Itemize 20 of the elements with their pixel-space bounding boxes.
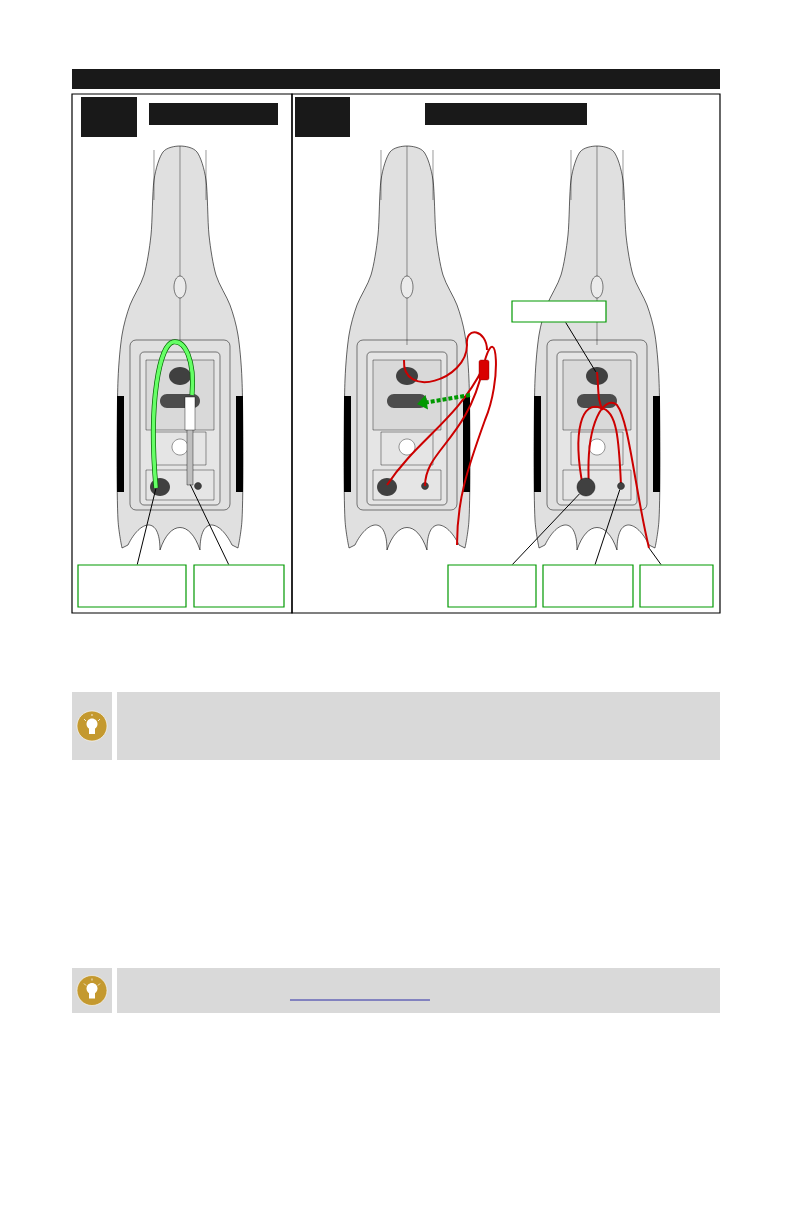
leader-line (594, 489, 621, 565)
leader-line (648, 547, 662, 565)
label-box (447, 564, 537, 608)
step-tab (295, 97, 350, 137)
leader-line (565, 322, 597, 373)
label-box (511, 300, 607, 323)
heading-bar (425, 103, 587, 125)
title-bar (72, 69, 720, 89)
label-box (77, 564, 187, 608)
label-box (542, 564, 634, 608)
leader-line (189, 484, 230, 565)
label-box (193, 564, 285, 608)
label-box (639, 564, 714, 608)
pin (184, 396, 196, 486)
heading-bar (149, 103, 278, 125)
cord (577, 371, 650, 549)
cord (150, 339, 195, 489)
leader-line (512, 493, 581, 565)
leader-line (136, 488, 157, 565)
step-tab (81, 97, 137, 137)
